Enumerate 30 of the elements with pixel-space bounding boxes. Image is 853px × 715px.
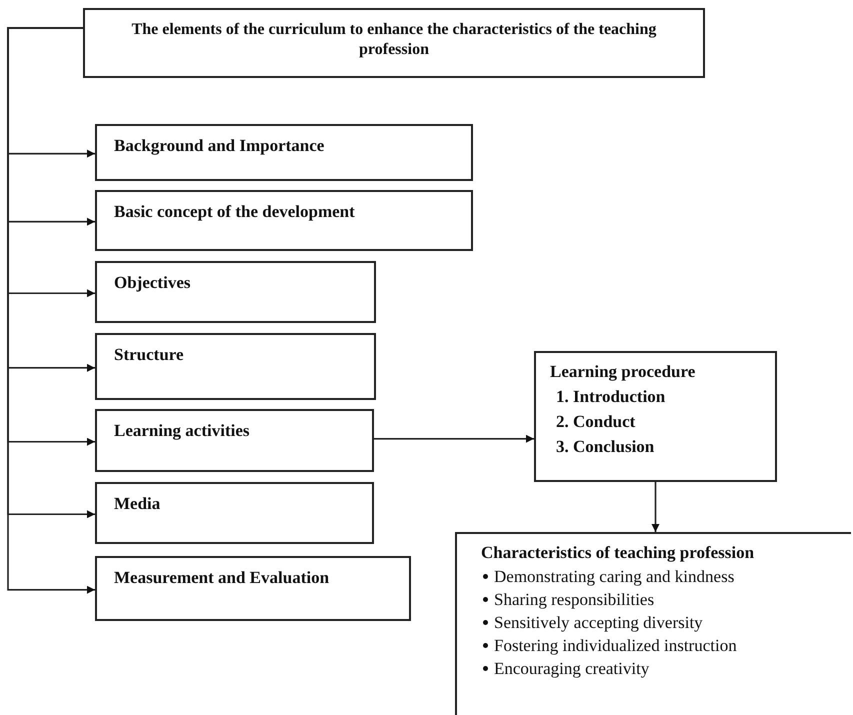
process-box <box>95 556 411 621</box>
process-box <box>455 532 851 715</box>
arrow <box>652 482 660 532</box>
box-label: Basic concept of the development <box>114 201 356 223</box>
process-box <box>95 190 473 251</box>
process-box <box>83 8 705 78</box>
arrow <box>374 434 534 443</box>
process-box <box>534 351 777 482</box>
box-label: Media <box>114 493 162 515</box>
process-box <box>95 409 374 472</box>
box-label: Learning activities <box>114 420 251 442</box>
list-item: Fostering individualized instruction <box>494 635 737 657</box>
box-label: Structure <box>114 344 185 366</box>
process-box <box>95 124 473 181</box>
list-item: Sharing responsibilities <box>494 589 654 611</box>
process-box <box>95 482 374 544</box>
process-box <box>95 333 376 400</box>
process-box <box>95 261 376 323</box>
list-item: 3. Conclusion <box>555 436 656 458</box>
box-heading: Characteristics of teaching profession <box>481 542 756 564</box>
list-item: 2. Conduct <box>555 411 636 433</box>
list-item: Encouraging creativity <box>494 658 650 680</box>
box-heading: Learning procedure <box>550 361 696 383</box>
list-item: Demonstrating caring and kindness <box>494 566 734 588</box>
box-label: Background and Importance <box>114 135 326 157</box>
list-item: 1. Introduction <box>555 386 666 408</box>
box-label: Measurement and Evaluation <box>114 567 330 589</box>
list-item: Sensitively accepting diversity <box>494 612 703 634</box>
box-label: Objectives <box>114 272 192 294</box>
box-title: The elements of the curriculum to enhance the characteristics of the teaching profession <box>130 20 658 60</box>
